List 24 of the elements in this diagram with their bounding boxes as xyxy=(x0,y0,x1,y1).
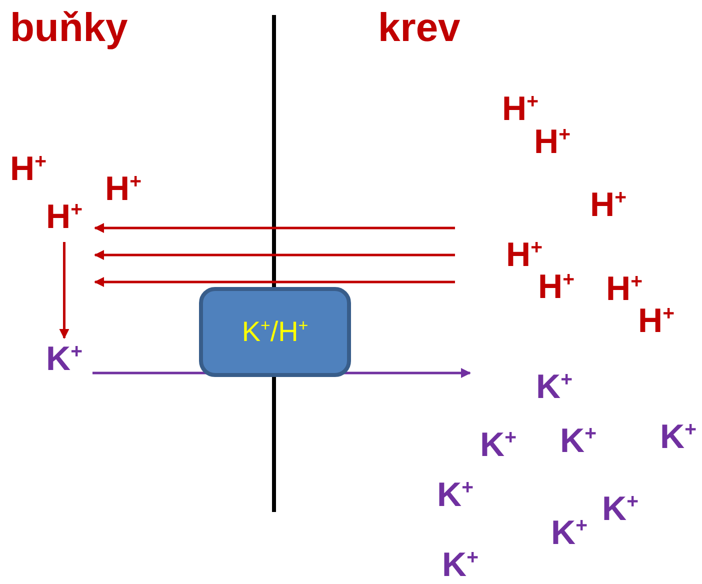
ion-label: H$^{+}$ xyxy=(506,238,542,272)
ion-label: H$^{+}$ xyxy=(534,125,570,159)
ion-label: K$^{+}$ xyxy=(551,516,588,550)
ion-label: K$^{+}$ xyxy=(442,548,478,582)
ion-label: H$^{+}$ xyxy=(105,172,142,206)
ion-label: H$^{+}$ xyxy=(638,304,674,338)
ion-label: K$^{+}$ xyxy=(560,424,596,458)
ion-label: H$^{+}$ xyxy=(538,270,574,304)
ion-label: K$^{+}$ xyxy=(536,370,572,404)
ion-label: K$^{+}$ xyxy=(602,492,638,526)
ion-label: K$^{+}$ xyxy=(46,342,82,376)
ion-label: K$^{+}$ xyxy=(437,478,474,512)
transporter-box xyxy=(199,287,351,377)
arrow xyxy=(59,242,70,339)
ion-label: K$^{+}$ xyxy=(660,420,696,454)
ion-label: H$^{+}$ xyxy=(46,200,82,234)
ion-label: H$^{+}$ xyxy=(606,272,642,306)
region-heading: krev xyxy=(378,8,460,48)
ion-label: H$^{+}$ xyxy=(502,92,538,126)
transporter-label: K$^{+}$/H$^{+}$ xyxy=(242,316,308,348)
ion-label: H$^{+}$ xyxy=(10,152,46,186)
ion-label: K$^{+}$ xyxy=(480,428,516,462)
region-heading: buňky xyxy=(10,8,128,48)
ion-label: H$^{+}$ xyxy=(590,188,626,222)
